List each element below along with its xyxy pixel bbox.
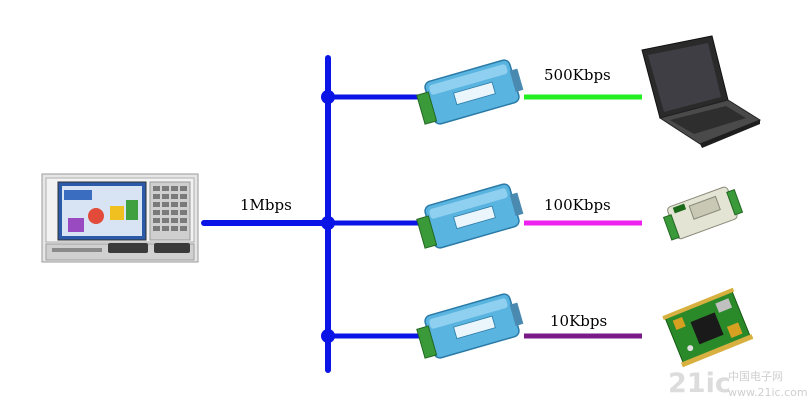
converter-icon: [416, 293, 524, 359]
link-10kbps-label: 10Kbps: [550, 312, 607, 330]
main-link-label: 1Mbps: [240, 196, 292, 214]
link-100kbps-label: 100Kbps: [544, 196, 611, 214]
watermark-cn: 中国电子网: [728, 370, 783, 383]
converter-icon: [416, 59, 524, 125]
industrial-module-icon: [662, 186, 744, 241]
laptop-icon: [641, 35, 762, 148]
converter-icon: [416, 183, 524, 249]
panel-pc-icon: [41, 173, 199, 263]
watermark-url: www.21ic.com: [728, 386, 808, 399]
watermark-brand: 21ic: [668, 368, 731, 399]
watermark-logo: 21ic 中国电子网 www.21ic.com: [668, 368, 808, 399]
link-500kbps-label: 500Kbps: [544, 66, 611, 84]
circuit-board-icon: [662, 287, 754, 368]
